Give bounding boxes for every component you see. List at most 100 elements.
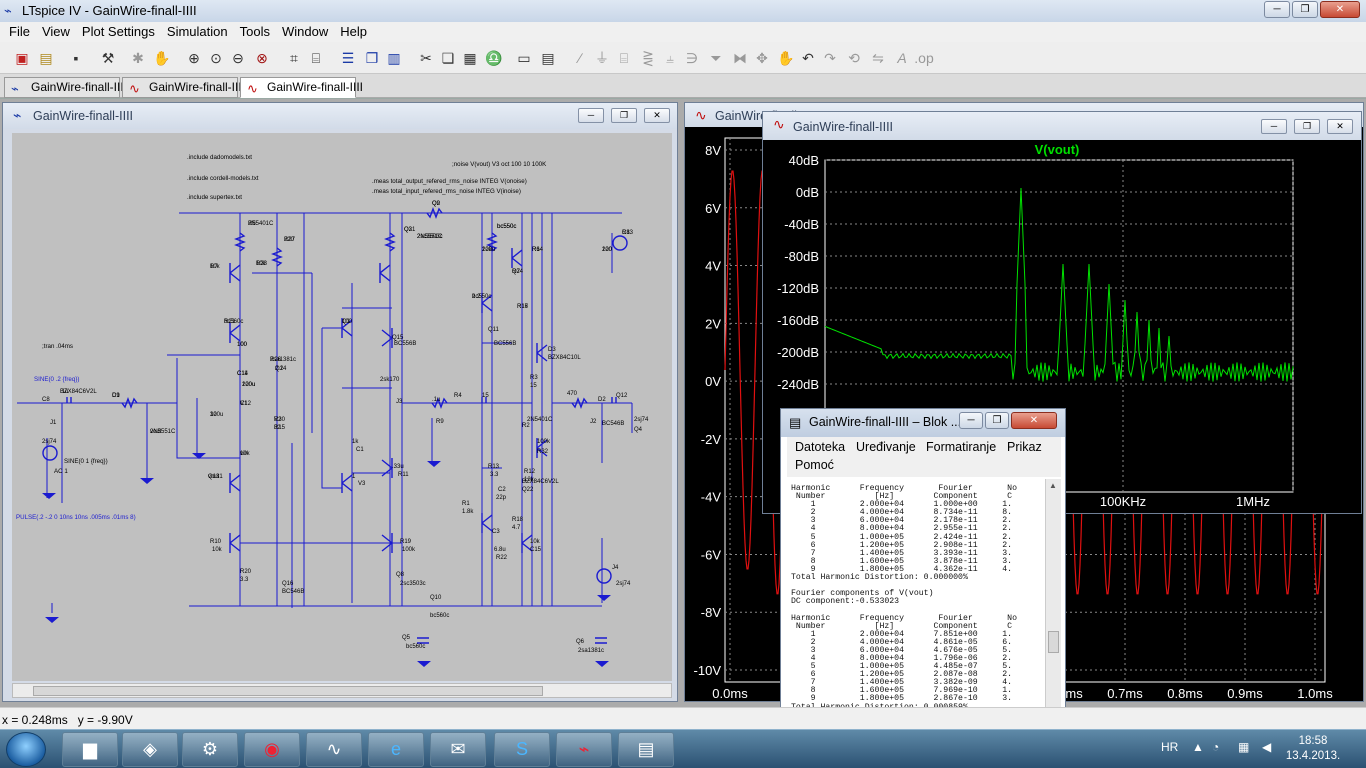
drag-icon[interactable]: ✋ bbox=[777, 50, 795, 66]
language-indicator[interactable]: HR bbox=[1161, 740, 1179, 754]
burn-taskbar-icon[interactable]: ◉ bbox=[244, 732, 300, 767]
notepad-menu-edit[interactable]: Uređivanje bbox=[856, 440, 916, 454]
label-icon[interactable]: ⌸ bbox=[619, 50, 629, 66]
fft-maximize-button[interactable]: ❐ bbox=[1294, 119, 1320, 134]
cut-icon[interactable]: ✂ bbox=[420, 50, 432, 66]
halt-icon[interactable]: ✋ bbox=[153, 50, 171, 66]
part-label: Q9 bbox=[432, 201, 441, 207]
tile-vertical-icon[interactable]: ▥ bbox=[387, 50, 401, 66]
schematic-scroll-thumb[interactable] bbox=[33, 686, 543, 696]
part-label: Q15 bbox=[392, 335, 404, 341]
autorange-icon[interactable]: ⌗ bbox=[290, 50, 298, 66]
taskbar: ▆ ◈ ⚙ ◉ ∿ e ✉ S ⌁ ▤ HR ▲ ◔ ▦ ◀ 18:58 13.… bbox=[0, 729, 1366, 768]
rotate-icon[interactable]: ⟲ bbox=[848, 50, 860, 66]
schematic-close-button[interactable]: ✕ bbox=[644, 108, 670, 123]
scroll-up-icon[interactable]: ▲ bbox=[1049, 481, 1057, 490]
tool-taskbar-icon[interactable]: ⚙ bbox=[182, 732, 238, 767]
pan-icon[interactable]: ⊙ bbox=[210, 50, 222, 66]
menu-tools[interactable]: Tools bbox=[239, 24, 270, 39]
move-icon[interactable]: ✥ bbox=[756, 50, 768, 66]
notepad-menu-help[interactable]: Pomoć bbox=[795, 458, 834, 472]
tab-waveform-1[interactable]: ∿GainWire-finall-IIII bbox=[122, 77, 245, 98]
tab-waveform-2[interactable]: ∿GainWire-finall-IIII bbox=[240, 77, 363, 98]
notepad-maximize-button[interactable]: ❐ bbox=[985, 412, 1009, 429]
capacitor-icon[interactable]: ⫨ bbox=[666, 50, 674, 66]
wire-icon[interactable]: ∕ bbox=[578, 50, 582, 66]
clock[interactable]: 18:58 13.4.2013. bbox=[1278, 734, 1348, 764]
notepad-menu-file[interactable]: Datoteka bbox=[795, 440, 846, 454]
inductor-icon[interactable]: ∋ bbox=[685, 50, 699, 66]
redo-icon[interactable]: ↷ bbox=[824, 50, 836, 66]
menu-window[interactable]: Window bbox=[281, 24, 329, 39]
cascade-icon[interactable]: ❐ bbox=[365, 50, 379, 66]
explorer-taskbar-icon[interactable]: ▆ bbox=[62, 732, 118, 767]
network-icon[interactable]: ▦ bbox=[1238, 740, 1250, 754]
zoom-full-icon[interactable]: ⊗ bbox=[256, 50, 268, 66]
tile-horizontal-icon[interactable]: ☰ bbox=[341, 50, 355, 66]
menu-help[interactable]: Help bbox=[340, 24, 367, 39]
volume-icon[interactable]: ◀ bbox=[1262, 740, 1272, 754]
spice-directive-icon[interactable]: .op bbox=[914, 50, 934, 66]
app-taskbar-icon[interactable]: ◈ bbox=[122, 732, 178, 767]
part-label: 2.2 bbox=[275, 366, 284, 372]
part-label: R17 bbox=[517, 304, 529, 310]
notepad-menu-format[interactable]: Formatiranje bbox=[926, 440, 997, 454]
schematic-hscrollbar[interactable] bbox=[12, 683, 672, 698]
notepad-taskbar-icon[interactable]: ▤ bbox=[618, 732, 674, 767]
save-icon[interactable]: ▪ bbox=[73, 50, 79, 66]
close-button[interactable]: ✕ bbox=[1320, 1, 1360, 18]
mail-taskbar-icon[interactable]: ✉ bbox=[430, 732, 486, 767]
y-tick-label: 2V bbox=[705, 316, 721, 331]
copy-icon[interactable]: ❏ bbox=[441, 50, 455, 66]
scope-taskbar-icon[interactable]: ∿ bbox=[306, 732, 362, 767]
diode-icon[interactable]: ⏷ bbox=[710, 50, 722, 66]
zoom-out-icon[interactable]: ⊖ bbox=[232, 50, 244, 66]
zoom-in-icon[interactable]: ⊕ bbox=[188, 50, 200, 66]
new-schematic-icon[interactable]: ▣ bbox=[15, 50, 29, 66]
print-preview-icon[interactable]: ▭ bbox=[517, 50, 531, 66]
ground-icon[interactable]: ⏚ bbox=[595, 50, 609, 66]
part-label: 15 bbox=[482, 393, 489, 399]
tab-schematic[interactable]: ⌁GainWire-finall-IIII bbox=[4, 77, 127, 98]
open-icon[interactable]: ▤ bbox=[39, 50, 53, 66]
menu-file[interactable]: File bbox=[9, 24, 30, 39]
ltspice-taskbar-icon[interactable]: ⌁ bbox=[556, 732, 612, 767]
undo-icon[interactable]: ↶ bbox=[802, 50, 814, 66]
menu-view[interactable]: View bbox=[41, 24, 70, 39]
part-label: 3.3 bbox=[240, 577, 249, 583]
text-icon[interactable]: A bbox=[897, 50, 907, 66]
run-icon[interactable]: ✱ bbox=[132, 50, 144, 66]
start-button[interactable] bbox=[6, 732, 46, 767]
notepad-minimize-button[interactable]: ─ bbox=[959, 412, 983, 429]
schematic-maximize-button[interactable]: ❐ bbox=[611, 108, 637, 123]
minimize-button[interactable]: ─ bbox=[1264, 1, 1290, 18]
mirror-icon[interactable]: ⇋ bbox=[872, 50, 884, 66]
skype-taskbar-icon[interactable]: S bbox=[494, 732, 550, 767]
fft-minimize-button[interactable]: ─ bbox=[1261, 119, 1287, 134]
schematic-minimize-button[interactable]: ─ bbox=[578, 108, 604, 123]
notepad-scroll-thumb[interactable] bbox=[1048, 631, 1059, 653]
print-icon[interactable]: ▤ bbox=[541, 50, 555, 66]
schematic-drawing: .include dadomodels.txt .include cordell… bbox=[16, 154, 649, 667]
part-label: 100k bbox=[537, 439, 551, 445]
menu-simulation[interactable]: Simulation bbox=[166, 24, 228, 39]
resistor-icon[interactable]: ⋛ bbox=[642, 50, 654, 66]
control-panel-icon[interactable]: ⚒ bbox=[101, 50, 115, 66]
notepad-vscrollbar[interactable]: ▼ ▲ bbox=[1045, 479, 1061, 724]
component-icon[interactable]: ⧓ bbox=[733, 50, 747, 66]
fft-close-button[interactable]: ✕ bbox=[1327, 119, 1353, 134]
fft-plot[interactable]: V(vout)40dB0dB-40dB-80dB-120dB-160dB-200… bbox=[763, 140, 1361, 513]
maximize-button[interactable]: ❐ bbox=[1292, 1, 1318, 18]
find-icon[interactable]: ♎ bbox=[485, 50, 503, 66]
grid-icon[interactable]: ⌸ bbox=[311, 50, 321, 66]
sync-icon[interactable]: ◔ bbox=[1212, 740, 1220, 754]
paste-icon[interactable]: ▦ bbox=[463, 50, 477, 66]
ie-taskbar-icon[interactable]: e bbox=[368, 732, 424, 767]
notepad-menu-view[interactable]: Prikaz bbox=[1007, 440, 1042, 454]
notepad-close-button[interactable]: ✕ bbox=[1011, 412, 1057, 429]
show-hidden-icon[interactable]: ▲ bbox=[1192, 740, 1204, 754]
schematic-canvas[interactable]: .include dadomodels.txt .include cordell… bbox=[12, 133, 672, 681]
menu-plot-settings[interactable]: Plot Settings bbox=[81, 24, 155, 39]
notepad-text-area[interactable]: Harmonic Frequency Fourier No Number [Hz… bbox=[791, 484, 1018, 711]
